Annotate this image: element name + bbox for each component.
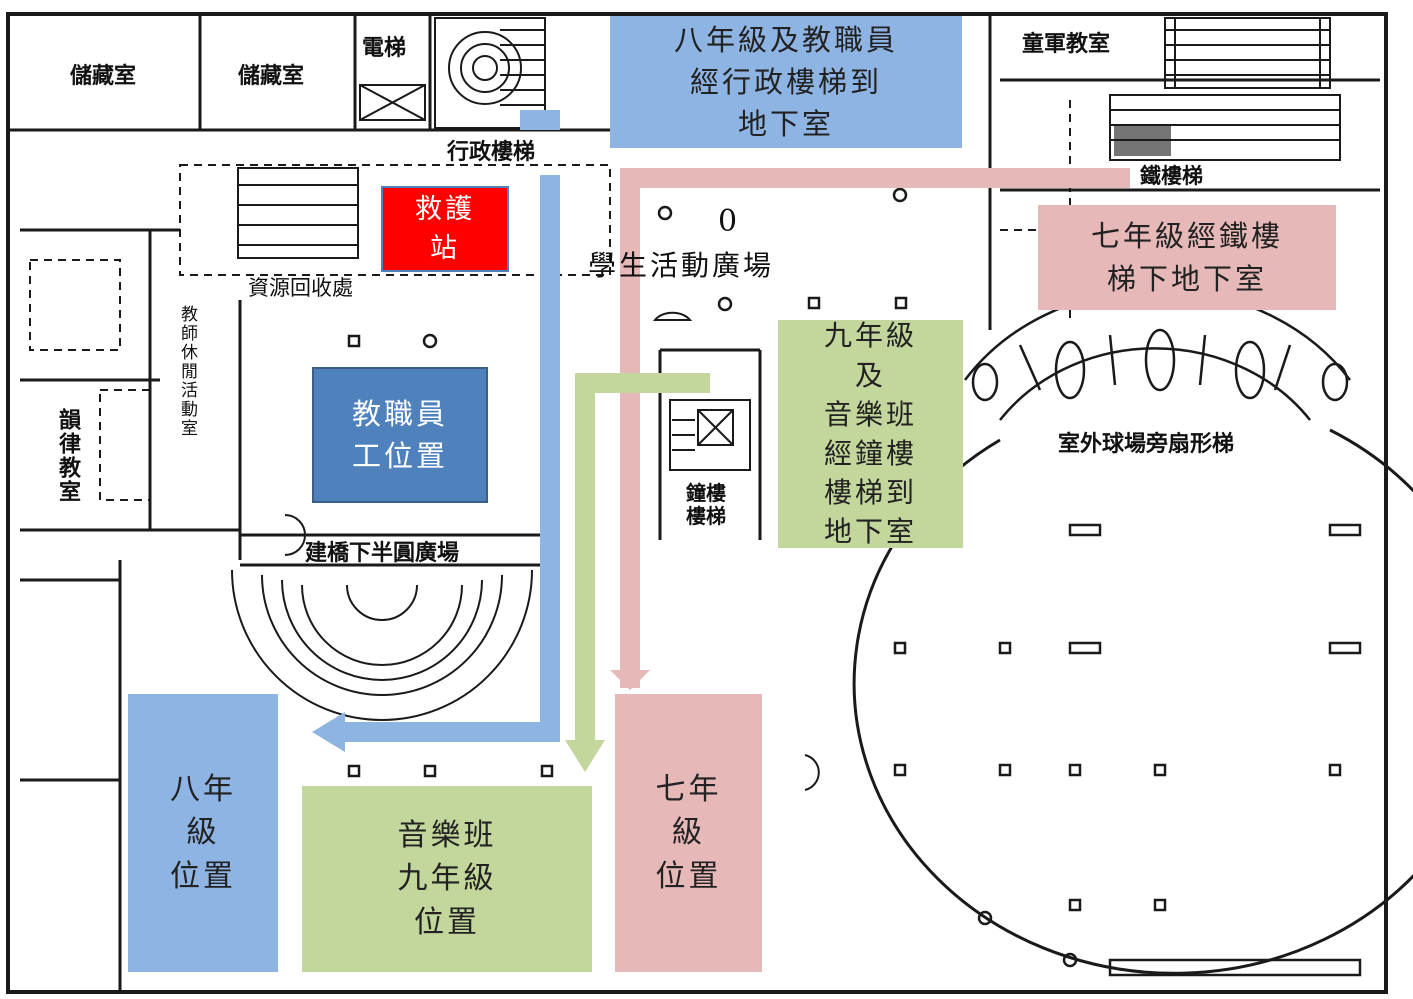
fan-stairs-symbol (964, 288, 1351, 421)
staff-position-area: 教職員 工位置 (312, 367, 488, 503)
grade8-route-note: 八年級及教職員 經行政樓梯到 地下室 (610, 16, 962, 148)
bell-stairs-symbol (669, 399, 751, 471)
iron-stairs-symbol (1109, 94, 1341, 161)
grade7-position-text: 七年 級 位置 (655, 771, 722, 894)
outer-wall (6, 12, 1388, 994)
pillar-mark: 0 (718, 204, 738, 239)
staff-position-text: 教職員 工位置 (351, 396, 448, 473)
scout-stairs-symbol (1164, 17, 1331, 89)
room-label-iron-stairs: 鐵樓梯 (1140, 163, 1203, 188)
room-label-scout-room: 童軍教室 (1022, 31, 1111, 57)
grade8-position-area: 八年 級 位置 (128, 694, 278, 972)
room-label-storage-1: 儲藏室 (70, 63, 137, 89)
recycling-cabinets (237, 167, 359, 259)
grade8-route-text: 八年級及教職員 經行政樓梯到 地下室 (673, 22, 898, 142)
room-label-half-circle-plaza: 建橋下半圓廣場 (305, 540, 460, 566)
door-arcs (284, 311, 820, 791)
blue-route-arrow (312, 175, 560, 752)
outdoor-court (852, 428, 1413, 975)
room-label-student-plaza: 學生活動廣場 (588, 249, 775, 282)
elevator-shaft-symbol (359, 84, 426, 121)
first-aid-station: 救護 站 (381, 186, 509, 272)
grade7-route-note: 七年級經鐵樓 梯下地下室 (1038, 205, 1336, 310)
first-aid-label: 救護 站 (415, 193, 475, 264)
room-label-elevator: 電梯 (362, 35, 407, 61)
grade9-route-note: 九年級 及 音樂班 經鐘樓 樓梯到 地下室 (778, 319, 963, 548)
room-label-recycling: 資源回收處 (248, 276, 353, 300)
room-label-teacher-lounge: 教師休閒活動室 (177, 305, 197, 438)
grade7-route-text: 七年級經鐵樓 梯下地下室 (1090, 219, 1283, 296)
music-grade9-position-text: 音樂班 九年級 位置 (397, 817, 497, 940)
room-label-bell-stairs: 鐘樓 樓梯 (686, 481, 726, 528)
half-circle-plaza-seats (231, 569, 533, 721)
green-route-arrow (565, 373, 710, 772)
admin-stairs-symbol (434, 17, 546, 129)
pink-route-arrow (610, 168, 1130, 690)
room-label-admin-stairs: 行政樓梯 (447, 139, 536, 165)
grade8-position-text: 八年 級 位置 (170, 771, 236, 894)
music-grade9-position-area: 音樂班 九年級 位置 (302, 786, 592, 972)
grade9-route-text: 九年級 及 音樂班 經鐘樓 樓梯到 地下室 (823, 319, 917, 549)
grade7-position-area: 七年 級 位置 (615, 694, 762, 972)
room-label-storage-2: 儲藏室 (238, 63, 305, 89)
pillars (347, 187, 1362, 977)
room-label-fan-stairs: 室外球場旁扇形梯 (1058, 431, 1235, 457)
room-label-rhythm-room: 韻律教室 (55, 408, 81, 504)
